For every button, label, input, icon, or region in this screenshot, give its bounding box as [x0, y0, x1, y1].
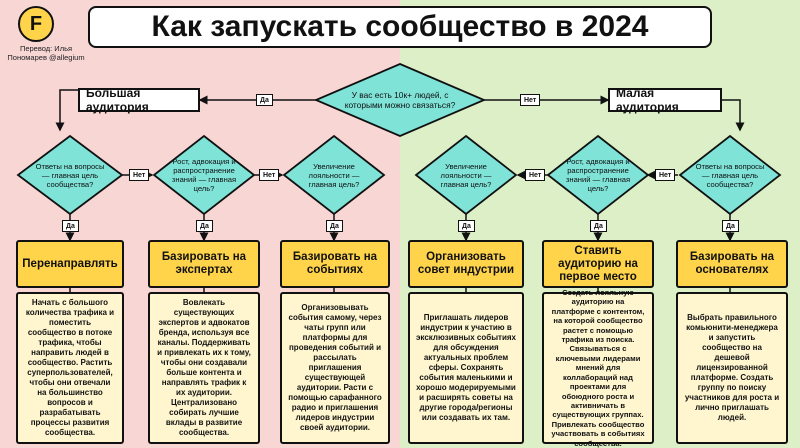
- card-3-body: Организовывать события самому, через чат…: [280, 292, 390, 444]
- diamond-1: [16, 134, 124, 216]
- diamond-1-label: Ответы на вопросы — главная цель сообщес…: [35, 161, 105, 189]
- diamonds: [16, 63, 782, 216]
- no-tag-3: Нет: [525, 169, 546, 181]
- diamond-4-label: Увеличение лояльности — главная цель?: [440, 161, 492, 189]
- center-question: У вас есть 10к+ людей, с которыми можно …: [344, 90, 456, 110]
- no-tag-1: Нет: [129, 169, 150, 181]
- center-diamond: [313, 63, 487, 137]
- diamond-6-label: Ответы на вопросы — главная цель сообщес…: [695, 161, 765, 189]
- translation-credit: Перевод: Илья Пономарев @allegium: [7, 44, 85, 62]
- small-audience-box: Малая аудитория: [608, 86, 722, 114]
- yes-tag-6: Да: [722, 220, 739, 232]
- connector-right-down: [722, 99, 745, 132]
- diamond-3-label: Увеличение лояльности — главная цель?: [308, 161, 360, 189]
- page-title: Как запускать сообщество в 2024: [88, 6, 712, 48]
- card-3-title: Базировать на событиях: [280, 240, 390, 288]
- card-2-body: Вовлекать существующих экспертов и адвок…: [148, 292, 260, 444]
- diamond-5-label: Рост, адвокация и распространение знаний…: [565, 157, 631, 193]
- diamond-2-label: Рост, адвокация и распространение знаний…: [171, 157, 237, 193]
- yes-tag-2: Да: [196, 220, 213, 232]
- no-tag-right: Нет: [520, 94, 541, 106]
- card-5-body: Создать лояльную аудиторию на платформе …: [542, 288, 654, 448]
- card-1-body: Начать с большого количества трафика и п…: [16, 292, 124, 444]
- yes-tag-5: Да: [590, 220, 607, 232]
- diamond-3: [282, 134, 386, 216]
- card-5-title: Ставить аудиторию на первое место: [542, 240, 654, 288]
- diamond-6: [678, 134, 782, 216]
- yes-tag-4: Да: [458, 220, 475, 232]
- diamond-4: [414, 134, 518, 216]
- card-6-body: Выбрать правильного комьюнити-менеджера …: [676, 292, 788, 444]
- card-6-title: Базировать на основателях: [676, 240, 788, 288]
- card-4-title: Организовать совет индустрии: [408, 240, 524, 288]
- yes-tag-3: Да: [326, 220, 343, 232]
- yes-tag-1: Да: [62, 220, 79, 232]
- diamond-5: [546, 134, 650, 216]
- card-4-body: Приглашать лидеров индустрии к участию в…: [408, 292, 524, 444]
- big-audience-box: Большая аудитория: [78, 86, 200, 114]
- logo-letter: F: [29, 12, 43, 35]
- card-1-title: Перенаправлять: [16, 240, 124, 288]
- no-tag-2: Нет: [259, 169, 280, 181]
- brand-logo: F: [18, 6, 54, 42]
- no-tag-4: Нет: [655, 169, 676, 181]
- yes-tag-left: Да: [256, 94, 273, 106]
- diamond-2: [152, 134, 256, 216]
- card-2-title: Базировать на экспертах: [148, 240, 260, 288]
